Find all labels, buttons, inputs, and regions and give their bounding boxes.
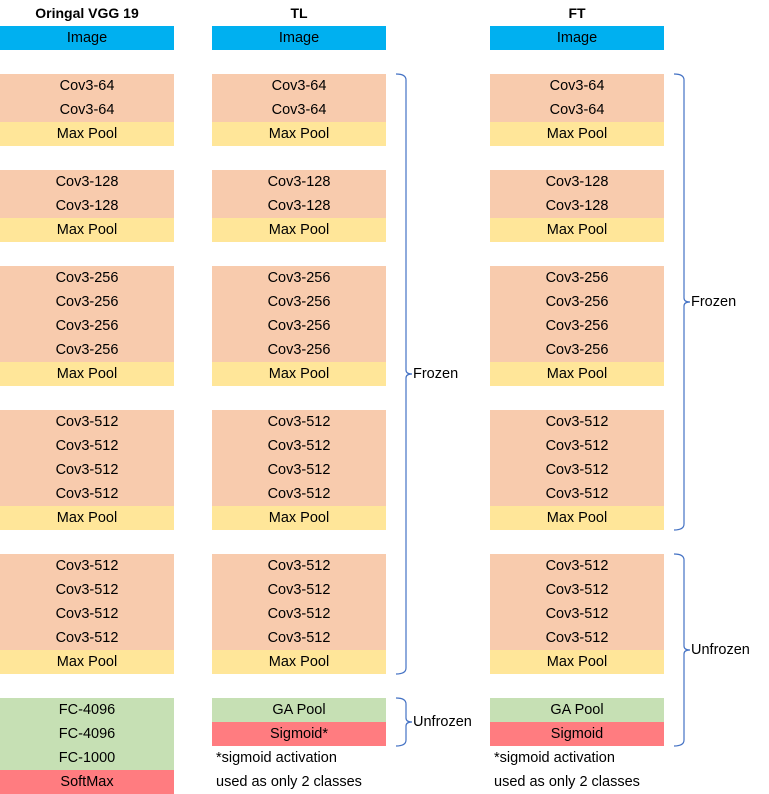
max-pool-layer: Max Pool xyxy=(0,218,174,242)
max-pool-layer: Max Pool xyxy=(0,122,174,146)
brace-label-frozen: Frozen xyxy=(691,294,737,310)
output-activation-layer: Sigmoid xyxy=(490,722,664,746)
image-layer: Image xyxy=(0,26,174,50)
conv-layer: Cov3-512 xyxy=(212,458,386,482)
conv-layer: Cov3-256 xyxy=(0,314,174,338)
conv-layer: Cov3-512 xyxy=(0,434,174,458)
brace-unfrozen-ft xyxy=(673,553,691,747)
image-layer: Image xyxy=(490,26,664,50)
dense-layer: GA Pool xyxy=(490,698,664,722)
conv-layer: Cov3-512 xyxy=(212,626,386,650)
conv-layer: Cov3-64 xyxy=(0,74,174,98)
conv-layer: Cov3-512 xyxy=(0,482,174,506)
conv-layer: Cov3-512 xyxy=(490,626,664,650)
max-pool-layer: Max Pool xyxy=(0,650,174,674)
conv-layer: Cov3-128 xyxy=(0,194,174,218)
footnote-text: *sigmoid activation xyxy=(494,750,615,766)
max-pool-layer: Max Pool xyxy=(490,218,664,242)
conv-layer: Cov3-256 xyxy=(0,266,174,290)
conv-layer: Cov3-512 xyxy=(0,602,174,626)
conv-layer: Cov3-64 xyxy=(490,74,664,98)
dense-layer: FC-4096 xyxy=(0,698,174,722)
brace-frozen-tl xyxy=(395,73,413,675)
dense-layer: FC-1000 xyxy=(0,746,174,770)
footnote-text: used as only 2 classes xyxy=(494,774,640,790)
conv-layer: Cov3-512 xyxy=(0,554,174,578)
conv-layer: Cov3-512 xyxy=(0,578,174,602)
conv-layer: Cov3-512 xyxy=(212,482,386,506)
conv-layer: Cov3-512 xyxy=(490,602,664,626)
conv-layer: Cov3-256 xyxy=(212,314,386,338)
conv-layer: Cov3-512 xyxy=(0,626,174,650)
footnote-text: *sigmoid activation xyxy=(216,750,337,766)
brace-label-unfrozen: Unfrozen xyxy=(691,642,750,658)
conv-layer: Cov3-512 xyxy=(212,602,386,626)
conv-layer: Cov3-512 xyxy=(490,434,664,458)
column-title: FT xyxy=(568,5,586,21)
max-pool-layer: Max Pool xyxy=(212,650,386,674)
conv-layer: Cov3-512 xyxy=(490,410,664,434)
conv-layer: Cov3-256 xyxy=(212,266,386,290)
conv-layer: Cov3-512 xyxy=(212,410,386,434)
conv-layer: Cov3-256 xyxy=(490,290,664,314)
conv-layer: Cov3-128 xyxy=(212,170,386,194)
conv-layer: Cov3-512 xyxy=(0,410,174,434)
conv-layer: Cov3-128 xyxy=(490,194,664,218)
brace-label-unfrozen: Unfrozen xyxy=(413,714,472,730)
max-pool-layer: Max Pool xyxy=(0,362,174,386)
max-pool-layer: Max Pool xyxy=(490,506,664,530)
output-activation-layer: Sigmoid* xyxy=(212,722,386,746)
max-pool-layer: Max Pool xyxy=(212,362,386,386)
conv-layer: Cov3-256 xyxy=(0,290,174,314)
conv-layer: Cov3-256 xyxy=(0,338,174,362)
max-pool-layer: Max Pool xyxy=(490,650,664,674)
conv-layer: Cov3-512 xyxy=(212,554,386,578)
brace-label-frozen: Frozen xyxy=(413,366,459,382)
max-pool-layer: Max Pool xyxy=(490,362,664,386)
column-title: Oringal VGG 19 xyxy=(35,5,139,21)
conv-layer: Cov3-512 xyxy=(490,458,664,482)
conv-layer: Cov3-256 xyxy=(212,290,386,314)
image-layer: Image xyxy=(212,26,386,50)
conv-layer: Cov3-512 xyxy=(212,434,386,458)
conv-layer: Cov3-128 xyxy=(212,194,386,218)
conv-layer: Cov3-256 xyxy=(490,338,664,362)
conv-layer: Cov3-64 xyxy=(0,98,174,122)
conv-layer: Cov3-512 xyxy=(490,554,664,578)
output-activation-layer: SoftMax xyxy=(0,770,174,794)
max-pool-layer: Max Pool xyxy=(212,218,386,242)
conv-layer: Cov3-512 xyxy=(0,458,174,482)
conv-layer: Cov3-64 xyxy=(490,98,664,122)
conv-layer: Cov3-64 xyxy=(212,74,386,98)
max-pool-layer: Max Pool xyxy=(0,506,174,530)
conv-layer: Cov3-512 xyxy=(490,578,664,602)
max-pool-layer: Max Pool xyxy=(490,122,664,146)
conv-layer: Cov3-256 xyxy=(490,266,664,290)
conv-layer: Cov3-64 xyxy=(212,98,386,122)
brace-frozen-ft xyxy=(673,73,691,531)
conv-layer: Cov3-512 xyxy=(490,482,664,506)
conv-layer: Cov3-256 xyxy=(212,338,386,362)
conv-layer: Cov3-256 xyxy=(490,314,664,338)
brace-unfrozen-tl xyxy=(395,697,413,747)
dense-layer: FC-4096 xyxy=(0,722,174,746)
conv-layer: Cov3-128 xyxy=(490,170,664,194)
conv-layer: Cov3-512 xyxy=(212,578,386,602)
max-pool-layer: Max Pool xyxy=(212,122,386,146)
max-pool-layer: Max Pool xyxy=(212,506,386,530)
column-title: TL xyxy=(290,5,308,21)
conv-layer: Cov3-128 xyxy=(0,170,174,194)
footnote-text: used as only 2 classes xyxy=(216,774,362,790)
dense-layer: GA Pool xyxy=(212,698,386,722)
